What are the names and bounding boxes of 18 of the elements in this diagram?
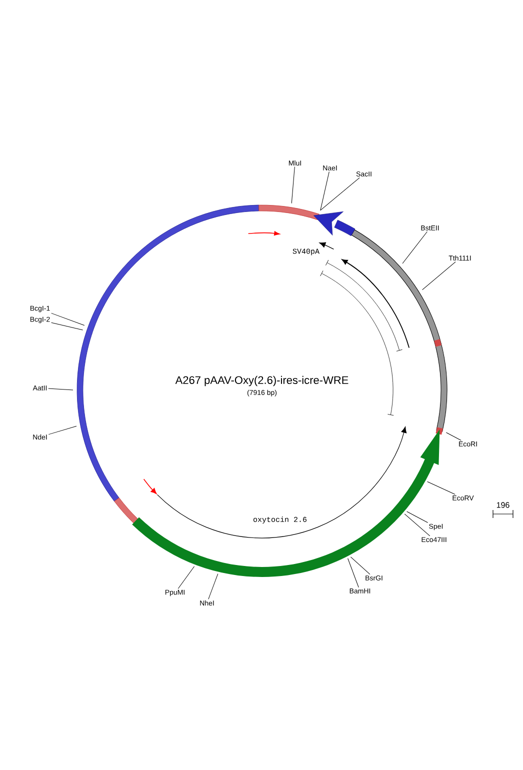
- leader-line: [320, 177, 360, 211]
- leader-line: [178, 566, 195, 589]
- leader-line: [48, 388, 74, 390]
- leader-line: [291, 166, 295, 204]
- leader-line: [402, 231, 428, 264]
- leader-line: [427, 481, 456, 495]
- leader-line: [348, 558, 359, 588]
- leader-line: [48, 426, 77, 435]
- leader-line: [51, 312, 85, 326]
- scale-label: 196: [496, 502, 510, 508]
- leader-line: [404, 514, 430, 536]
- leader-line: [208, 574, 218, 600]
- leader-line: [446, 432, 462, 441]
- leader-line: [320, 171, 330, 211]
- leader-line: [422, 262, 456, 290]
- leader-line: [350, 556, 370, 575]
- leader-line: [406, 511, 428, 523]
- leader-line: [51, 322, 84, 330]
